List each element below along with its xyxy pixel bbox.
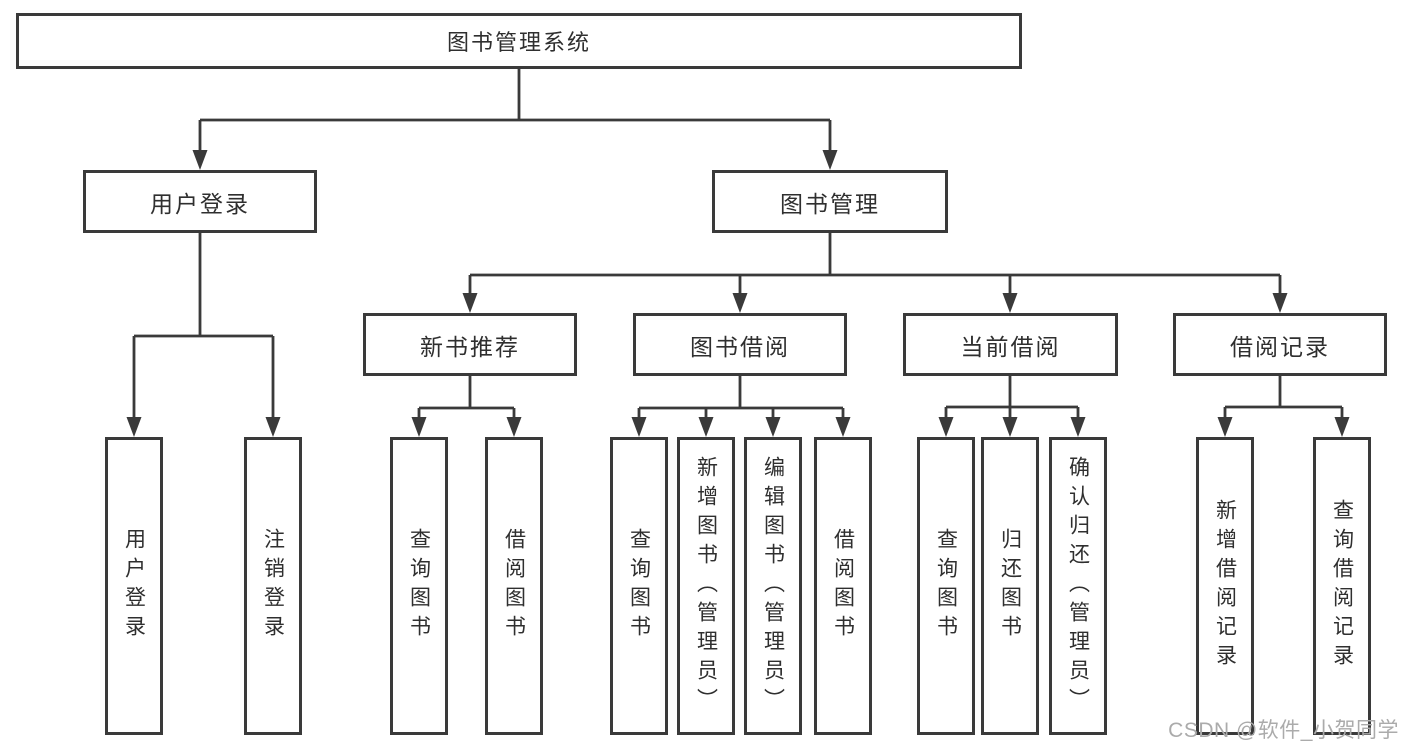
node-add-books-admin: 新增图书（管理员） [677,437,735,735]
node-search-books-recommend: 查询图书 [390,437,448,735]
node-borrow-books-recommend: 借阅图书 [485,437,543,735]
node-library-management-system: 图书管理系统 [16,13,1022,69]
node-search-books-current: 查询图书 [917,437,975,735]
node-confirm-return-admin: 确认归还（管理员） [1049,437,1107,735]
watermark: CSDN @软件_小贺同学 [1168,719,1399,742]
node-edit-books-admin: 编辑图书（管理员） [744,437,802,735]
node-logout-action: 注销登录 [244,437,302,735]
node-search-books-borrowing: 查询图书 [610,437,668,735]
node-user-login: 用户登录 [83,170,317,233]
node-user-login-action: 用户登录 [105,437,163,735]
node-add-borrow-record: 新增借阅记录 [1196,437,1254,735]
node-book-management: 图书管理 [712,170,948,233]
node-return-books: 归还图书 [981,437,1039,735]
node-new-book-recommendation: 新书推荐 [363,313,577,376]
node-borrowing-records: 借阅记录 [1173,313,1387,376]
node-current-borrowing: 当前借阅 [903,313,1118,376]
node-search-borrow-record: 查询借阅记录 [1313,437,1371,735]
node-borrow-books-borrowing: 借阅图书 [814,437,872,735]
node-book-borrowing: 图书借阅 [633,313,847,376]
